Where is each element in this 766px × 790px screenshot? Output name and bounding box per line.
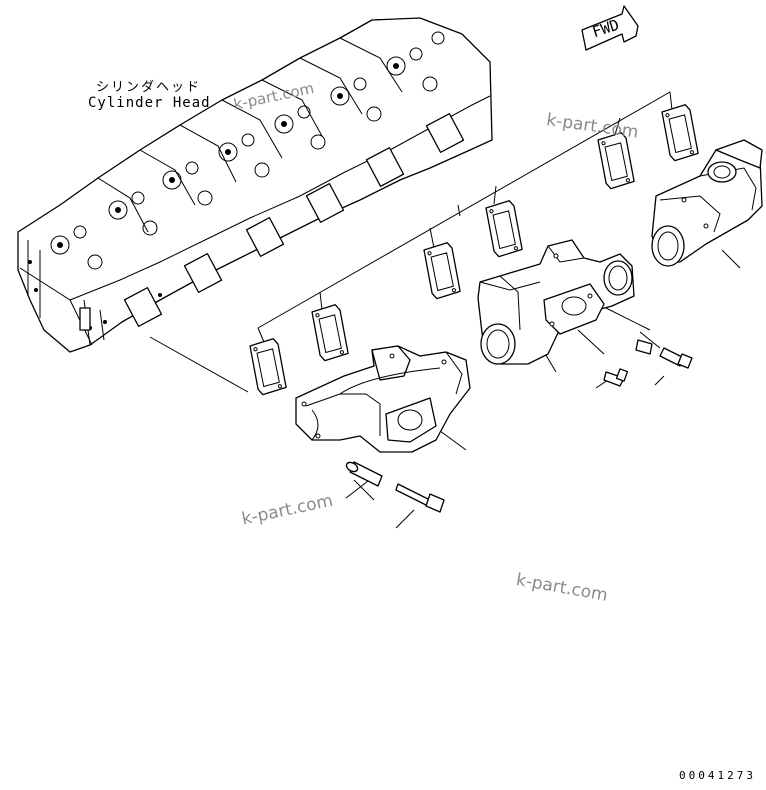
cylinder-head-label-en: Cylinder Head: [88, 95, 211, 111]
gaskets: [249, 104, 699, 396]
exhaust-manifold-center: [477, 239, 635, 365]
exhaust-manifold-front: [295, 345, 471, 453]
cylinder-head-assembly: [17, 17, 493, 353]
spacer-sleeve: [345, 461, 383, 487]
long-bolt: [395, 483, 445, 513]
cylinder-head-label-jp: シリンダヘッド: [96, 80, 202, 95]
document-number: 00041273: [679, 769, 756, 782]
short-bolt-1: [603, 368, 629, 387]
fwd-arrow-icon: [581, 5, 639, 51]
short-bolt-2: [659, 347, 693, 369]
nut: [635, 339, 653, 355]
exhaust-manifold-rear: [651, 139, 763, 267]
leader-lines: [149, 91, 741, 529]
